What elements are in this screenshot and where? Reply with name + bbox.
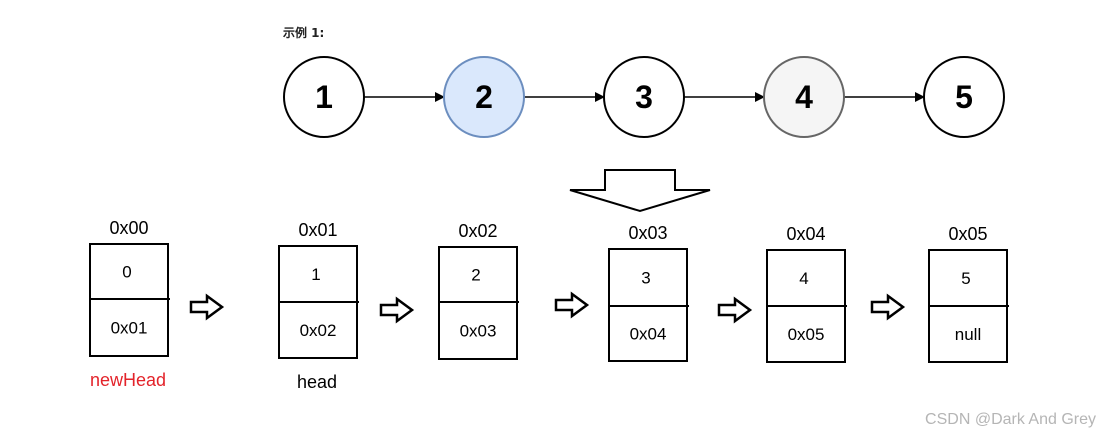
node-caption: head — [297, 372, 337, 392]
top-linked-list: 1 2 3 4 5 — [283, 56, 1005, 138]
node-value: 2 — [471, 266, 480, 285]
top-node-label: 1 — [315, 79, 333, 115]
top-node-circle — [283, 56, 365, 138]
top-node-circle — [603, 56, 685, 138]
block-arrow-icon — [870, 293, 906, 321]
block-arrow-icon — [717, 296, 753, 324]
top-node-label: 5 — [955, 79, 973, 115]
transform-down-arrow-icon — [569, 169, 711, 213]
node-value: 4 — [799, 269, 808, 288]
memory-node: 0x02 2 0x03 — [438, 221, 519, 360]
memory-node: 0x00 0 0x01 newHead — [89, 218, 170, 390]
top-node-label: 2 — [475, 79, 493, 115]
memory-node: 0x05 5 null — [928, 224, 1009, 363]
node-value: 0 — [122, 263, 131, 282]
node-address: 0x03 — [628, 223, 667, 243]
node-value: 3 — [641, 269, 650, 288]
node-next: 0x03 — [460, 322, 497, 341]
memory-node: 0x04 4 0x05 — [766, 224, 847, 363]
node-next: 0x05 — [788, 325, 825, 344]
node-next: null — [955, 325, 981, 344]
example-title: 示例 1: — [283, 26, 325, 40]
top-node-circle — [923, 56, 1005, 138]
memory-node: 0x03 3 0x04 — [608, 223, 689, 362]
node-next: 0x04 — [630, 325, 667, 344]
node-caption: newHead — [90, 370, 166, 390]
watermark: CSDN @Dark And Grey — [925, 411, 1096, 428]
top-node-label: 3 — [635, 79, 653, 115]
node-value: 5 — [961, 269, 970, 288]
node-next: 0x02 — [300, 321, 337, 340]
node-address: 0x02 — [458, 221, 497, 241]
memory-linked-list: 0x0000x01newHead0x0110x02head0x0220x030x… — [89, 218, 1009, 392]
node-address: 0x01 — [298, 220, 337, 240]
block-arrow-icon — [189, 293, 225, 321]
block-arrow-icon — [379, 296, 415, 324]
node-next: 0x01 — [111, 319, 148, 338]
block-arrow-icon — [554, 291, 590, 319]
node-value: 1 — [311, 265, 320, 284]
top-node-circle — [763, 56, 845, 138]
top-node-label: 4 — [795, 79, 813, 115]
memory-node: 0x01 1 0x02 head — [278, 220, 359, 392]
node-address: 0x00 — [109, 218, 148, 238]
node-address: 0x05 — [948, 224, 987, 244]
node-address: 0x04 — [786, 224, 825, 244]
top-node-circle — [443, 56, 525, 138]
